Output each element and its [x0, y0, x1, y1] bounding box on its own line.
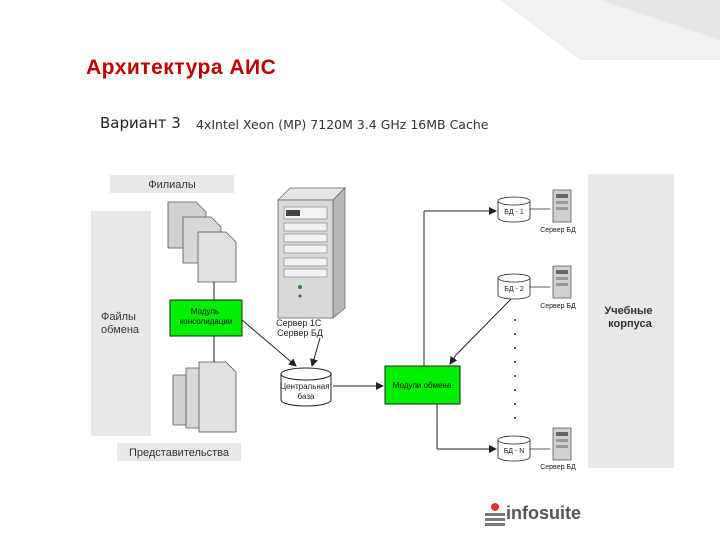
consolidation-line-2: консолидации [180, 317, 233, 326]
hardware-spec: 4xIntel Xeon (MP) 7120M 3.4 GHz 16MB Cac… [196, 117, 489, 132]
db-n-server-icon [552, 427, 572, 461]
main-server-icon [277, 187, 346, 319]
slide-title: Архитектура АИС [86, 56, 277, 79]
campuses-panel [588, 174, 674, 468]
consolidation-module [169, 299, 243, 337]
db-node-n: БД - N Сервер БД [497, 427, 576, 471]
db-node-2: БД - 2 Сервер БД [497, 265, 576, 310]
server-label: Сервер 1С Сервер БД [276, 318, 324, 338]
consolidation-line-1: Модуль [191, 307, 219, 316]
exchange-module [384, 365, 461, 405]
corner-decoration [500, 0, 720, 60]
exchange-files-line-2: обмена [101, 324, 140, 336]
db-2-server-label: Сервер БД [540, 303, 576, 310]
central-db-line-2: база [298, 392, 315, 401]
branches-label: Филиалы [148, 179, 196, 191]
campuses-line-2: корпуса [608, 318, 653, 330]
exchange-files-line-1: Файлы [101, 311, 136, 323]
central-db-icon [280, 367, 332, 407]
representations-label: Представительства [129, 447, 230, 459]
db-1-server-label: Сервер БД [540, 227, 576, 234]
logo-text: infosuite [506, 503, 581, 523]
db-continuation-dots [514, 319, 516, 419]
server-line-1: Сервер 1С [276, 318, 322, 328]
db-1-label: БД - 1 [504, 209, 524, 216]
exchange-files-panel [91, 211, 151, 436]
representations-panel [117, 443, 241, 461]
variant-label: Вариант 3 [100, 114, 181, 132]
db-1-server-icon [552, 189, 572, 223]
db-n-server-label: Сервер БД [540, 464, 576, 471]
infosuite-logo-icon [485, 503, 505, 526]
exchange-files-label: Файлы обмена [101, 311, 140, 336]
documents-top-icon [167, 201, 237, 283]
central-db-line-1: Центральная [280, 382, 329, 391]
campuses-label: Учебные корпуса [604, 305, 655, 330]
db-2-server-icon [552, 265, 572, 299]
exchange-module-label: Модули обмена [393, 381, 452, 390]
central-db-label: Центральная база [280, 382, 332, 401]
server-line-2: Сервер БД [277, 328, 323, 338]
consolidation-module-label: Модуль консолидации [180, 307, 233, 326]
db-2-label: БД - 2 [504, 286, 524, 293]
documents-bottom-icon [172, 361, 237, 433]
branches-panel [110, 175, 234, 193]
db-n-label: БД - N [504, 448, 525, 455]
db-node-1: БД - 1 Сервер БД [497, 189, 576, 234]
campuses-line-1: Учебные [604, 305, 652, 317]
